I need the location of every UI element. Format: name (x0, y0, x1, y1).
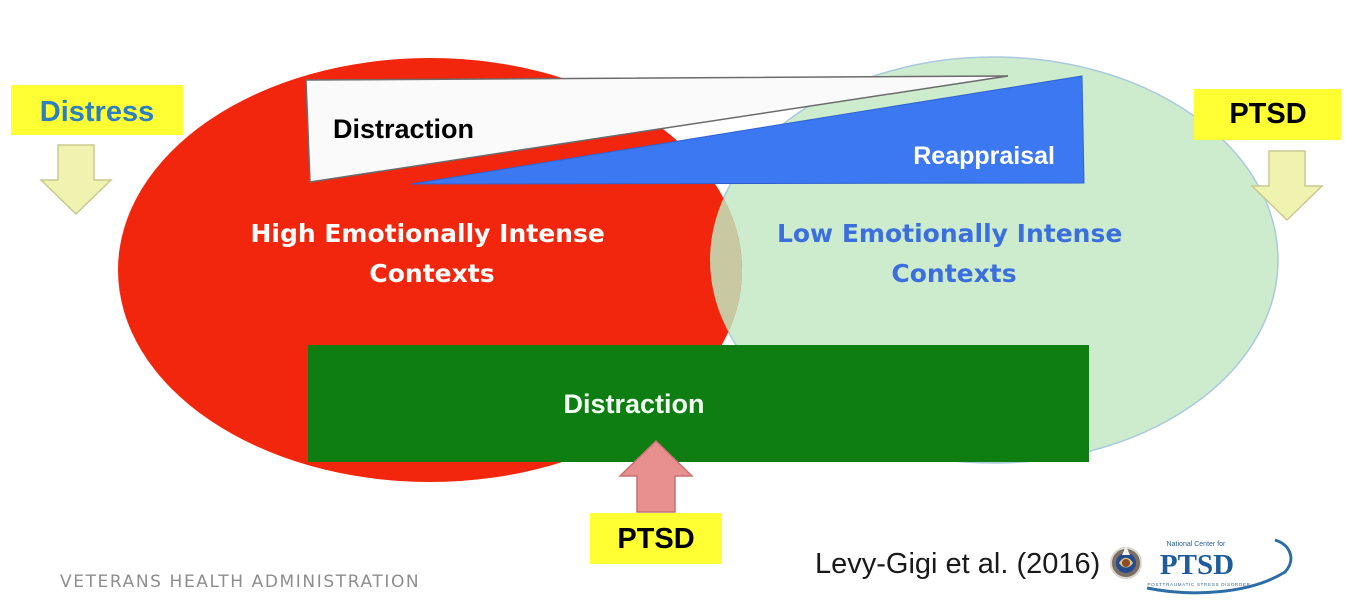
low-context-line-2: Contexts (891, 259, 1016, 288)
distress-down-arrow (39, 144, 113, 216)
high-context-line-2: Contexts (369, 259, 494, 288)
bottom-ptsd-label: PTSD (617, 523, 694, 555)
logo-wordmark: PTSD (1160, 549, 1234, 581)
distress-label-box (11, 85, 183, 135)
distress-label: Distress (40, 96, 154, 128)
right-ptsd-label: PTSD (1229, 98, 1306, 130)
low-context-line-1: Low Emotionally Intense (777, 219, 1122, 248)
bottom-ptsd-up-arrow (618, 439, 694, 513)
distraction-bar (308, 345, 1089, 462)
va-seal-icon (1110, 546, 1142, 579)
right-ptsd-down-arrow (1250, 150, 1324, 222)
right-ptsd-label-box (1194, 89, 1341, 140)
logo-subtext: POSTTRAUMATIC STRESS DISORDER (1147, 582, 1250, 587)
low-context-label: Low Emotionally Intense Contexts (777, 219, 1131, 288)
reappraisal-triangle (410, 75, 1085, 185)
ptsd-logo-swoosh (1146, 538, 1293, 595)
distraction-triangle (305, 75, 1009, 183)
national-center-ptsd-logo: National Center for PTSD POSTTRAUMATIC S… (1110, 538, 1293, 595)
logo-header-text: National Center for (1167, 541, 1226, 548)
distraction-bar-label: Distraction (563, 389, 704, 419)
reappraisal-label: Reappraisal (913, 142, 1055, 170)
bottom-ptsd-label-box (590, 513, 722, 564)
organization-footer: VETERANS HEALTH ADMINISTRATION (60, 572, 421, 592)
high-context-line-1: High Emotionally Intense (250, 219, 604, 248)
citation-text: Levy-Gigi et al. (2016) (815, 548, 1101, 580)
high-context-label: High Emotionally Intense Contexts (250, 219, 613, 288)
distraction-top-label: Distraction (333, 114, 474, 144)
